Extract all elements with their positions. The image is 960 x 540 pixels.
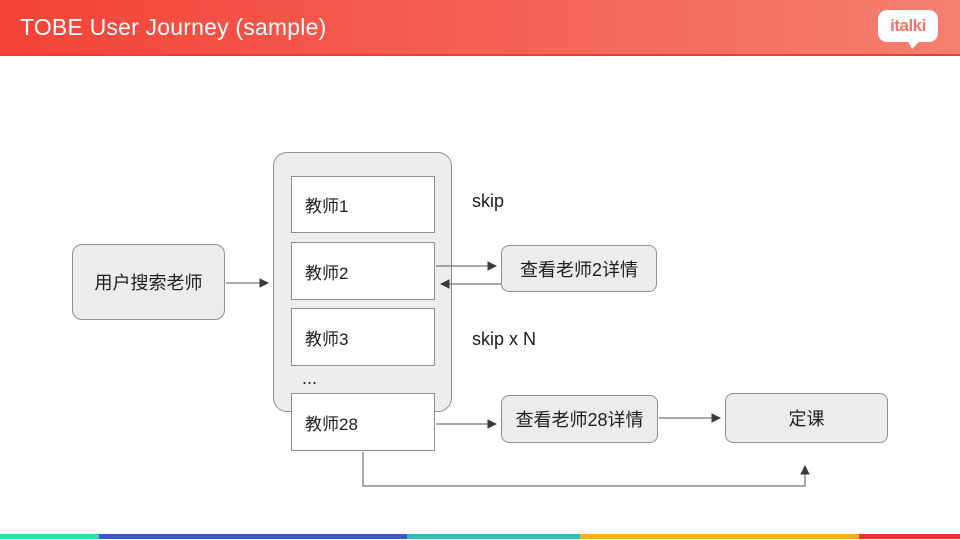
- footer-bar-segment: [0, 534, 99, 539]
- skip-label: skip: [472, 191, 505, 211]
- arrow-teacher28-feedback-to-book: [362, 452, 810, 487]
- node-teacher-1: 教师1: [291, 176, 435, 233]
- list-ellipsis: ...: [302, 368, 318, 388]
- footer-bar-segment: [99, 534, 407, 539]
- node-teacher-3: 教师3: [291, 308, 435, 366]
- italki-logo: italki: [878, 10, 938, 49]
- node-view-teacher2-detail: 查看老师2详情: [501, 245, 657, 292]
- node-view-teacher28-detail: 查看老师28详情: [501, 395, 658, 443]
- footer-bar-segment: [859, 534, 960, 539]
- footer-color-bar: [0, 534, 960, 539]
- footer-bar-segment: [580, 534, 859, 539]
- footer-bar-segment: [407, 534, 580, 539]
- skip-x-n-label: skip x N: [472, 329, 537, 349]
- slide-header: TOBE User Journey (sample) italki: [0, 0, 960, 56]
- node-user-search: 用户搜索老师: [72, 244, 225, 320]
- italki-logo-text: italki: [890, 16, 926, 35]
- speech-bubble-tail-icon: [908, 41, 920, 49]
- page-title: TOBE User Journey (sample): [20, 13, 327, 40]
- node-teacher-2: 教师2: [291, 242, 435, 300]
- node-book-lesson: 定课: [725, 393, 888, 443]
- node-teacher-28: 教师28: [291, 393, 435, 451]
